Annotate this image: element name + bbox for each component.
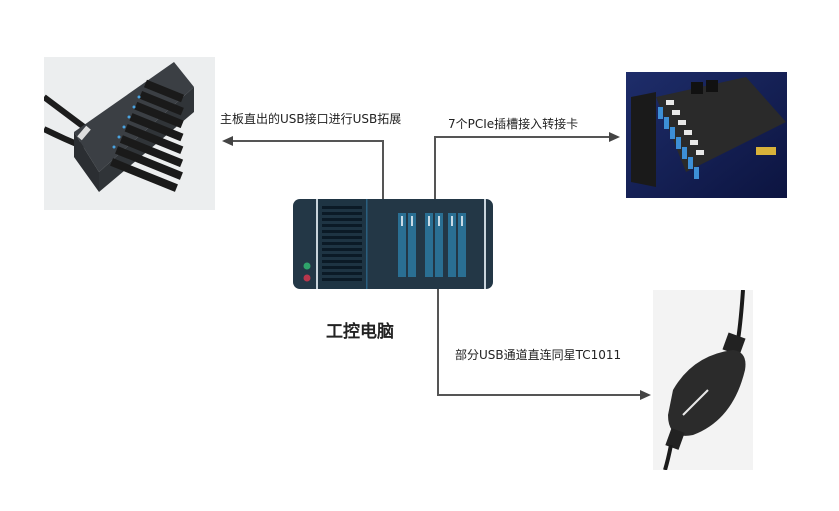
edge-label-usb-expansion: 主板直出的USB接口进行USB拓展 — [220, 112, 402, 126]
usb-hub-image — [44, 57, 215, 210]
connector-line — [232, 140, 384, 142]
connector-line — [434, 137, 436, 199]
connector-line — [382, 140, 384, 199]
edge-label-tc1011: 部分USB通道直连同星TC1011 — [455, 348, 622, 362]
arrow-left-icon — [222, 136, 233, 146]
arrow-right-icon — [609, 132, 620, 142]
server-icon — [293, 199, 493, 289]
tc1011-image — [653, 290, 753, 470]
connector-line — [437, 394, 641, 396]
server-node — [293, 199, 493, 289]
arrow-right-icon — [640, 390, 651, 400]
pcie-card-image — [626, 72, 787, 198]
edge-label-pcie: 7个PCIe插槽接入转接卡 — [448, 117, 579, 131]
server-title: 工控电脑 — [326, 322, 394, 342]
connector-line — [434, 136, 610, 138]
connector-line — [437, 289, 439, 395]
